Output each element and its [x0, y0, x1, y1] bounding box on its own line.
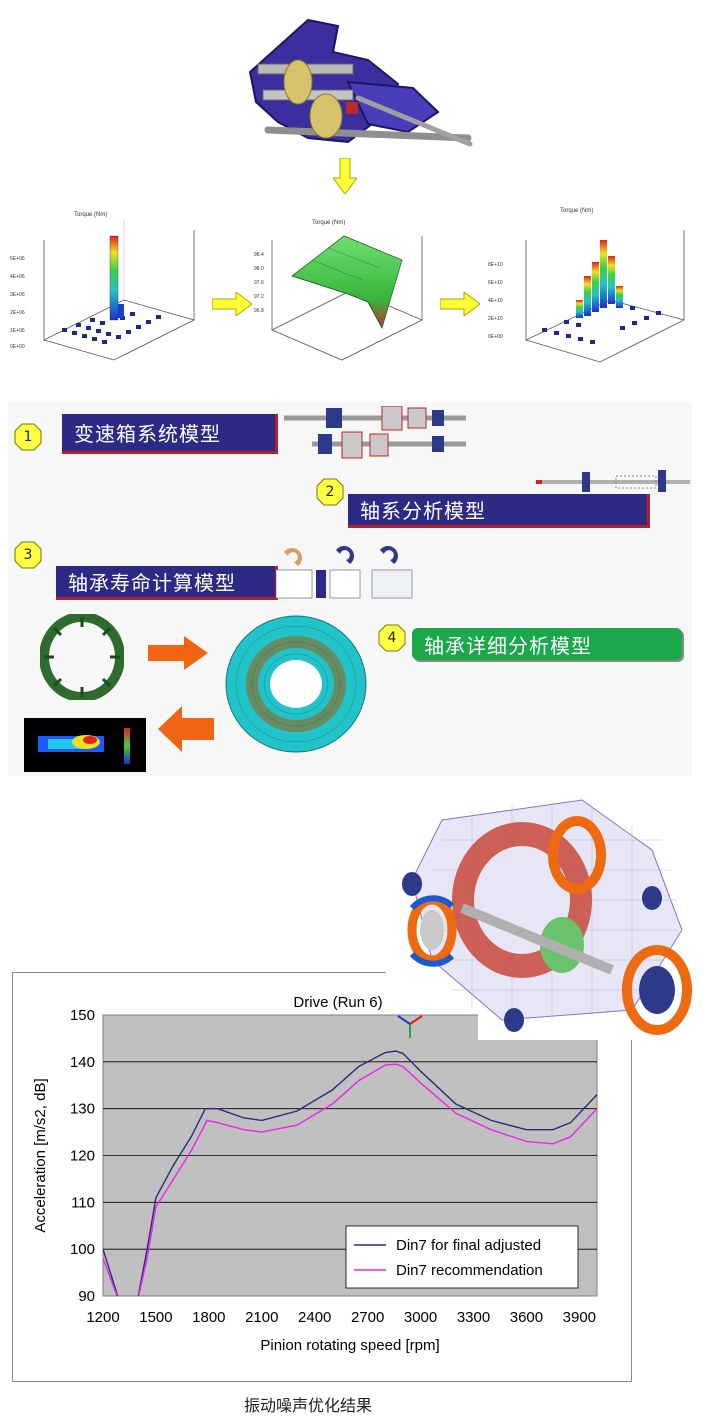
differential-gear-model-illustration: [386, 784, 698, 1040]
svg-text:2E+10: 2E+10: [488, 316, 503, 322]
right-arrow-icon: [148, 636, 208, 670]
svg-text:6E+10: 6E+10: [488, 280, 503, 286]
y-tick-label: 120: [70, 1148, 95, 1165]
svg-text:Torque (Nm): Torque (Nm): [560, 208, 593, 214]
y-tick-label: 110: [71, 1194, 95, 1211]
svg-text:Torque (Nm): Torque (Nm): [74, 212, 107, 218]
step-2-label: 轴系分析模型: [360, 499, 486, 523]
svg-text:98.4: 98.4: [254, 252, 264, 258]
duration-histogram-3d: Torque (Nm) 5E+06 4E+06 3E+06 2E+06 1E+06 0…: [10, 212, 196, 361]
x-tick-label: 1200: [86, 1309, 119, 1326]
chart-title: Drive (Run 6): [293, 994, 382, 1011]
step-3-label: 轴承寿命计算模型: [68, 571, 236, 595]
bearing-fe-mesh-icon: [225, 615, 367, 753]
left-arrow-icon: [158, 706, 214, 752]
roller-cage-icon: [40, 614, 124, 700]
y-tick-label: 130: [70, 1101, 95, 1118]
series-line-1: [103, 1050, 597, 1296]
step-4-label: 轴承详细分析模型: [424, 633, 592, 658]
step-1-badge: 1: [14, 423, 42, 451]
axis-triad-icon: [397, 1015, 423, 1038]
shaft-analysis-model-icon: [536, 470, 690, 492]
x-tick-label: 3000: [404, 1309, 437, 1326]
x-axis-label: Pinion rotating speed [rpm]: [260, 1337, 439, 1354]
step-4-badge: 4: [378, 624, 406, 652]
x-tick-label: 3600: [510, 1309, 543, 1326]
x-tick-label: 2100: [245, 1309, 278, 1326]
step-3-number: 3: [23, 547, 33, 563]
step-1-number: 1: [23, 429, 33, 445]
svg-text:98.0: 98.0: [254, 266, 264, 272]
y-tick-label: 150: [70, 1007, 95, 1024]
y-tick-label: 90: [78, 1288, 95, 1305]
svg-text:Torque (Nm): Torque (Nm): [312, 220, 345, 226]
contact-stress-result-icon: [24, 718, 146, 772]
x-tick-label: 2700: [351, 1309, 384, 1326]
x-tick-label: 3900: [563, 1309, 596, 1326]
gearbox-assembly-illustration: [248, 18, 473, 147]
gearbox-shaft-model-icon: [284, 406, 466, 459]
step-3-badge: 3: [14, 541, 42, 569]
svg-text:3E+06: 3E+06: [10, 292, 25, 298]
svg-text:0E+00: 0E+00: [10, 344, 25, 350]
step-4-banner: 轴承详细分析模型: [412, 628, 682, 660]
down-arrow-icon: [333, 158, 357, 194]
x-tick-label: 3300: [457, 1309, 490, 1326]
right-arrow-icon: [440, 292, 480, 316]
svg-text:1E+06: 1E+06: [10, 328, 25, 334]
svg-text:0E+00: 0E+00: [488, 334, 503, 340]
nvh-chart-frame: 90 100 110 120 130 140 150 1200 1500 1800 2100 2400…: [12, 972, 632, 1382]
svg-text:4E+06: 4E+06: [10, 274, 25, 280]
svg-text:97.6: 97.6: [254, 280, 264, 286]
y-tick-label: 100: [70, 1241, 95, 1258]
svg-text:96.8: 96.8: [254, 308, 264, 314]
x-tick-label: 2400: [298, 1309, 331, 1326]
step-2-banner: 轴系分析模型: [348, 494, 650, 528]
svg-text:2E+06: 2E+06: [10, 310, 25, 316]
y-axis-label: Acceleration [m/s2, dB]: [32, 1078, 49, 1232]
step-3-banner: 轴承寿命计算模型: [56, 566, 278, 600]
nvh-acceleration-chart: 90 100 110 120 130 140 150 1200 1500 1800 2100 2400…: [32, 994, 598, 1354]
step-1-banner: 变速箱系统模型: [62, 414, 278, 454]
legend-label-1: Din7 for final adjusted: [396, 1237, 541, 1254]
step-1-label: 变速箱系统模型: [74, 422, 221, 446]
right-arrow-icon: [212, 292, 252, 316]
svg-text:97.2: 97.2: [254, 294, 264, 300]
y-tick-label: 140: [70, 1054, 95, 1071]
bearing-life-thumbnails-icon: [276, 546, 413, 599]
x-tick-label: 1500: [139, 1309, 172, 1326]
x-tick-label: 1800: [192, 1309, 225, 1326]
energy-loss-histogram-3d: Torque (Nm) 8E+10 6E+10 4E+10 2E+10 0E+00: [488, 208, 686, 363]
legend-box: [345, 1225, 579, 1289]
step-4-number: 4: [387, 630, 397, 646]
series-line-2: [103, 1063, 597, 1296]
figure-caption: 振动噪声优化结果: [244, 1396, 373, 1415]
efficiency-surface-3d: Torque (Nm) 98.4 98.0 97.6 97.2 96.8: [254, 220, 423, 361]
svg-text:4E+10: 4E+10: [488, 298, 503, 304]
svg-text:5E+06: 5E+06: [10, 256, 25, 262]
legend-label-2: Din7 recommendation: [396, 1262, 543, 1279]
step-2-badge: 2: [316, 478, 344, 506]
svg-text:8E+10: 8E+10: [488, 262, 503, 268]
step-2-number: 2: [325, 484, 335, 500]
